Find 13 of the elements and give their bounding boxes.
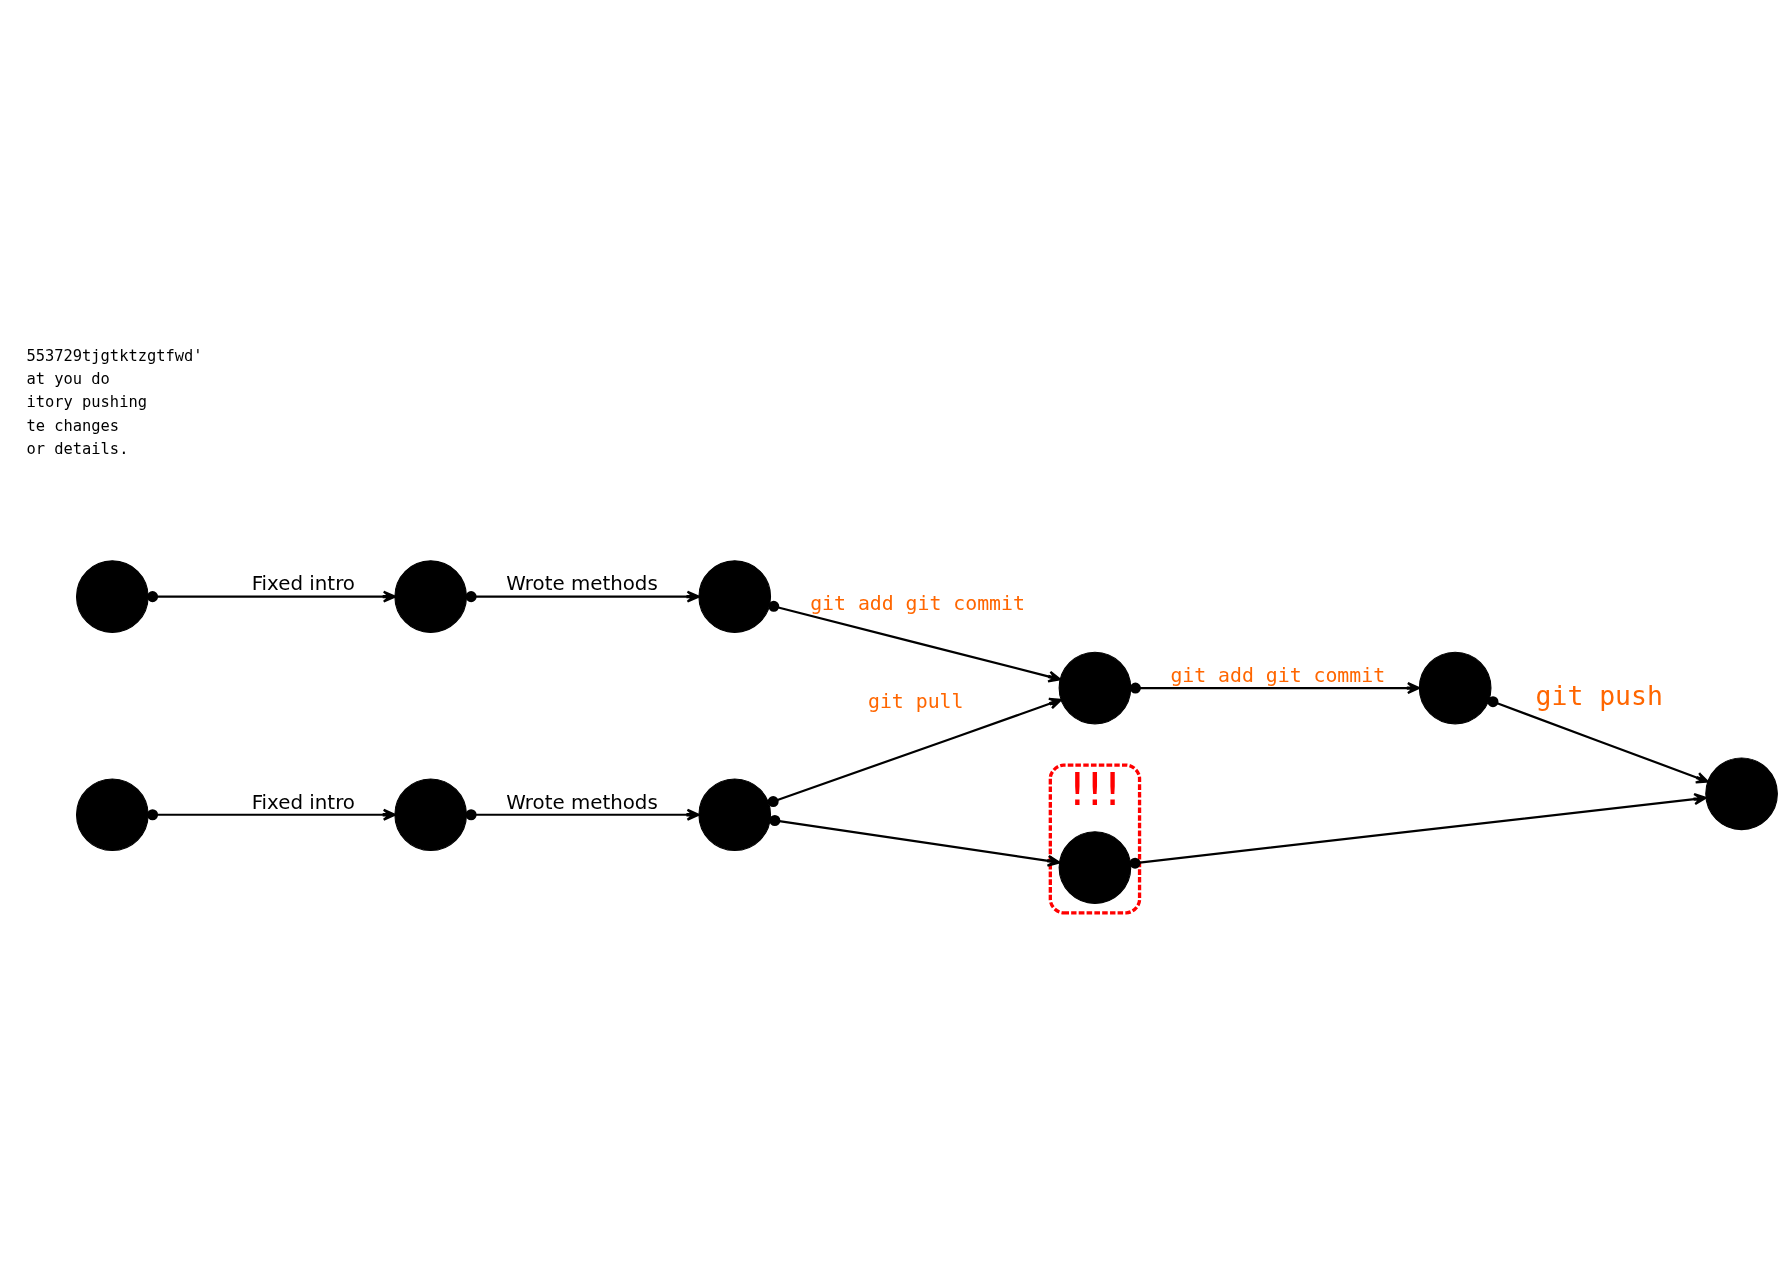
edge-label: git pull <box>868 690 964 714</box>
label: or details. <box>26 439 129 458</box>
edge-label: Wrote methods <box>506 790 658 814</box>
label: te changes <box>26 416 120 435</box>
edge-label: Wrote methods <box>506 572 658 596</box>
edge-label: git add git commit <box>1170 663 1386 687</box>
edge-label: Fixed intro <box>251 790 355 814</box>
edge-label: git add git commit <box>810 592 1025 616</box>
edge-label: Fixed intro <box>251 572 355 596</box>
label: itory pushing <box>26 393 147 412</box>
label: at you do <box>26 370 110 389</box>
edge-label: git push <box>1535 679 1663 711</box>
label: 553729tjgtktzgtfwd' <box>26 347 203 366</box>
